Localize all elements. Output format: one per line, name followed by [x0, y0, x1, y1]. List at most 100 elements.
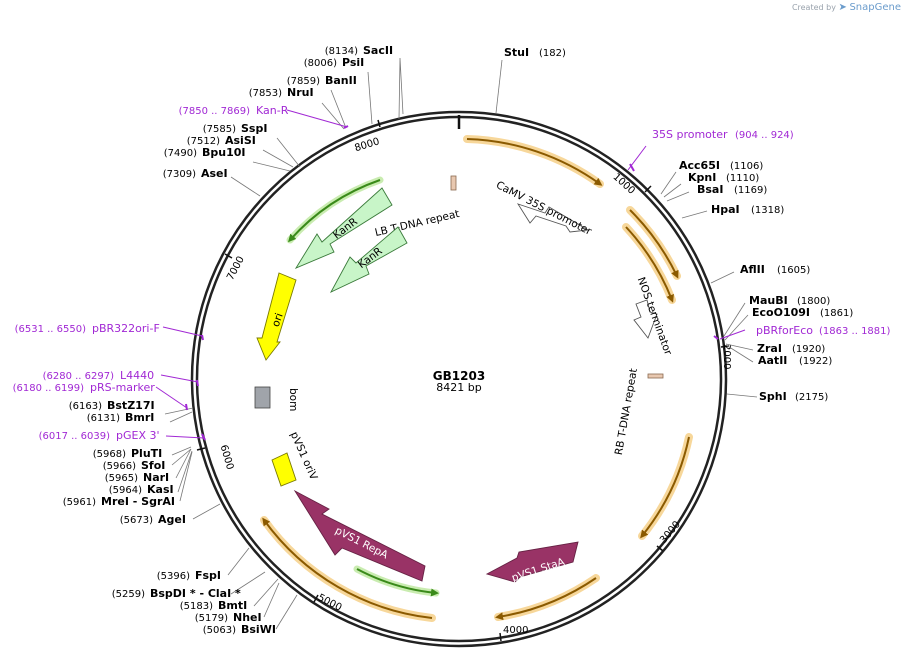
site-name-label: HpaI [711, 203, 740, 216]
tick-label: 4000 [503, 625, 528, 636]
site-position-label: (1169) [734, 185, 767, 196]
site-position-label: (904 .. 924) [735, 130, 794, 141]
site-name-label: KasI [147, 483, 174, 496]
site-position-label: (5966) [103, 461, 136, 472]
enzyme-zrai: ZraI (1920) [757, 342, 825, 355]
enzyme-ecoo109i: EcoO109I(1861) [752, 306, 853, 319]
enzyme-acc65i: Acc65I (1106) [679, 159, 763, 172]
site-position-label: (7512) [187, 136, 220, 147]
site-name-label: pGEX 3' [116, 429, 160, 442]
enzyme-mrei-sgrai: (5961)MreI - SgrAI [63, 495, 175, 508]
site-position-label: (1863 .. 1881) [819, 326, 891, 337]
primer-labels: 35S promoter (904 .. 924) pBRforEco (1863 … [13, 104, 891, 442]
primer-kan-r: (7850 .. 7869)Kan-R [179, 104, 289, 117]
site-position-label: (5179) [195, 613, 228, 624]
site-position-label: (1920) [792, 344, 825, 355]
feature-label: KanR [331, 216, 360, 242]
site-name-label: AseI [201, 167, 228, 180]
orf-arc [629, 209, 679, 279]
enzyme-maubi: MauBI(1800) [749, 294, 830, 307]
enzyme-stui: StuI(182) [504, 46, 566, 59]
enzyme-bpu10i: (7490)Bpu10I [164, 146, 246, 159]
green-orf-arcs [286, 176, 440, 597]
orf-arc [262, 517, 433, 619]
primer-l4440: (6280 .. 6297)L4440 [43, 369, 155, 382]
site-position-label: (6280 .. 6297) [43, 371, 115, 382]
site-name-label: AgeI [158, 513, 186, 526]
site-position-label: (1106) [730, 161, 763, 172]
site-name-label: BspDI * - ClaI * [150, 587, 241, 600]
enzyme-labels-left: (8134)SacII (8006) PsiI (7859)BanII (7853… [63, 44, 393, 636]
enzyme-bspdi-clai: (5259)BspDI * - ClaI * [112, 587, 241, 600]
site-position-label: (1605) [777, 265, 810, 276]
site-name-label: Kan-R [256, 104, 289, 117]
primer-pbr322ori-f: (6531 .. 6550) pBR322ori-F [15, 322, 160, 335]
enzyme-pluti: (5968)PluTI [93, 447, 163, 460]
site-name-label: pBRforEco [756, 324, 813, 337]
site-name-label: 35S promoter [652, 128, 728, 141]
enzyme-asisi: (7512)AsiSI [187, 134, 256, 147]
feature-pvs1-oriv [271, 452, 297, 487]
tick-4000: 4000 [499, 625, 528, 642]
site-name-label: BsaI [697, 183, 723, 196]
site-position-label: (1922) [799, 356, 832, 367]
site-name-label: EcoO109I [752, 306, 810, 319]
site-position-label: (7490) [164, 148, 197, 159]
site-name-label: StuI [504, 46, 529, 59]
site-position-label: (5965) [105, 473, 138, 484]
feature-lb-tdna-repeat [450, 175, 457, 191]
site-position-label: (5964) [109, 485, 142, 496]
site-position-label: (5183) [180, 601, 213, 612]
enzyme-labels-right: StuI(182) Acc65I(1106) KpnI(1110) BsaI(1… [504, 46, 853, 403]
site-name-label: AflII [740, 263, 765, 276]
site-position-label: (5063) [203, 625, 236, 636]
primer-pgex-3: (6017 .. 6039) pGEX 3' [39, 429, 160, 442]
site-name-label: AatII [758, 354, 787, 367]
site-name-label: ZraI [757, 342, 782, 355]
snapgene-logo: ➤ [838, 2, 847, 13]
site-position-label: (8006) [304, 58, 337, 69]
site-name-label: FspI [195, 569, 221, 582]
site-name-label: SphI [759, 390, 787, 403]
primer-prs-marker: (6180 .. 6199)pRS-marker [13, 381, 156, 394]
credit-prefix: Created by [791, 3, 836, 12]
site-position-label: (6180 .. 6199) [13, 383, 85, 394]
site-name-label: pBR322ori-F [92, 322, 160, 335]
feature-camv-35s-promoter [516, 203, 590, 233]
feature-nos-terminator [633, 299, 658, 339]
site-position-label: (6017 .. 6039) [39, 431, 111, 442]
orf-arc [625, 226, 674, 303]
green-orf-arc [288, 179, 381, 243]
enzyme-sacii: (8134)SacII [325, 44, 393, 57]
enzyme-aatii: AatII (1922) [758, 354, 832, 367]
orf-arc [466, 138, 603, 186]
orf-arcs [260, 135, 693, 622]
site-position-label: (7853) [249, 88, 282, 99]
green-orf-arc [356, 568, 439, 597]
site-name-label: BstZ17I [107, 399, 155, 412]
plasmid-length: 8421 bp [436, 381, 481, 394]
site-position-label: (6131) [87, 413, 120, 424]
enzyme-nrui: (7853)NruI [249, 86, 314, 99]
enzyme-sfoi: (5966) SfoI [103, 459, 166, 472]
orf-arc-glow [638, 433, 693, 540]
enzyme-banii: (7859)BanII [287, 74, 357, 87]
feature-label: LB T-DNA repeat [374, 208, 461, 239]
tick-label: 7000 [225, 255, 247, 283]
plasmid-name: GB1203 [433, 369, 485, 383]
site-position-label: (5396) [157, 571, 190, 582]
enzyme-nhei: (5179)NheI [195, 611, 262, 624]
orf-arc [640, 436, 690, 539]
snapgene-credit: Created by ➤ SnapGene [792, 2, 901, 13]
site-name-label: PsiI [342, 56, 364, 69]
feature-pvs1-repa [293, 489, 426, 582]
site-position-label: (6531 .. 6550) [15, 324, 87, 335]
site-name-label: Acc65I [679, 159, 720, 172]
site-position-label: (1318) [751, 205, 784, 216]
site-name-label: MauBI [749, 294, 788, 307]
site-name-label: SfoI [141, 459, 165, 472]
site-position-label: (5968) [93, 449, 126, 460]
enzyme-bmti: (5183)BmtI [180, 599, 247, 612]
site-name-label: MreI - SgrAI [101, 495, 175, 508]
